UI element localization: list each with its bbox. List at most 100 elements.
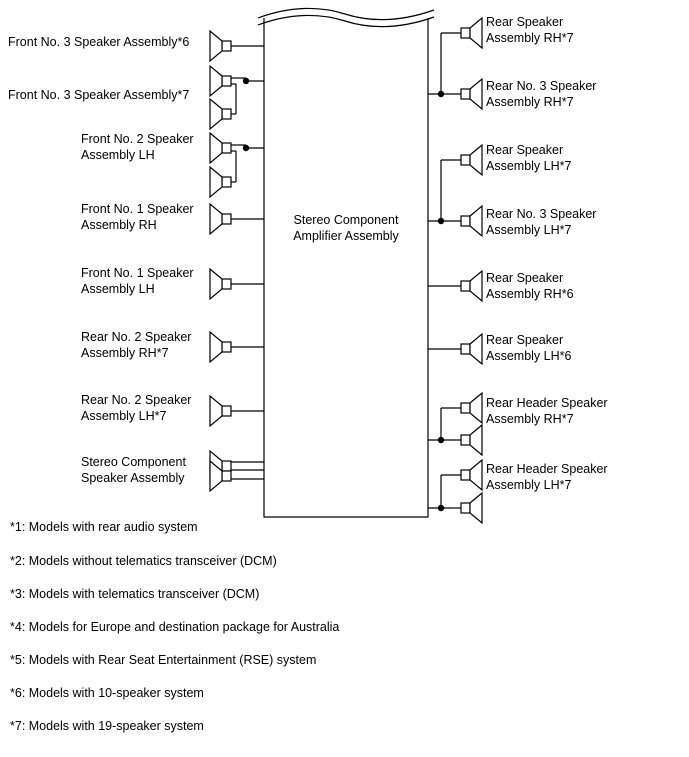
speaker-icon xyxy=(209,330,232,364)
speaker-icon xyxy=(209,97,232,131)
right-label-rear-header-speaker-lh: Rear Header Speaker Assembly LH*7 xyxy=(486,461,608,493)
speaker-magnet xyxy=(221,470,232,482)
speaker-icon xyxy=(209,267,232,301)
speaker-magnet xyxy=(460,502,471,514)
label-line: Front No. 1 Speaker xyxy=(81,266,194,280)
speaker-icon xyxy=(209,202,232,236)
speaker-icon xyxy=(460,491,483,525)
label-line: Rear No. 3 Speaker xyxy=(486,79,597,93)
speaker-icon xyxy=(209,29,232,63)
label-line: Rear Header Speaker xyxy=(486,462,608,476)
left-label-front-no2-speaker-lh: Front No. 2 Speaker Assembly LH xyxy=(81,131,194,163)
speaker-cone xyxy=(209,267,223,301)
speaker-icon xyxy=(460,16,483,50)
label-line: Assembly RH*7 xyxy=(486,95,574,109)
label-line: Assembly RH*7 xyxy=(81,346,169,360)
label-line: Rear No. 2 Speaker xyxy=(81,330,192,344)
label-line: Assembly LH*7 xyxy=(81,409,167,423)
left-label-rear-no2-speaker-lh: Rear No. 2 Speaker Assembly LH*7 xyxy=(81,392,191,424)
speaker-magnet xyxy=(221,278,232,290)
note-2: *2: Models without telematics transceive… xyxy=(10,554,277,568)
speaker-icon xyxy=(460,458,483,492)
junction-dot xyxy=(437,504,445,512)
label-line: Rear No. 3 Speaker xyxy=(486,207,597,221)
speaker-magnet xyxy=(460,215,471,227)
junction-dot xyxy=(242,77,250,85)
speaker-magnet xyxy=(460,469,471,481)
amplifier-break-line-upper xyxy=(257,7,435,21)
right-label-rear-no3-speaker-rh: Rear No. 3 Speaker Assembly RH*7 xyxy=(486,78,596,110)
left-label-stereo-component-speaker: Stereo Component Speaker Assembly xyxy=(81,454,186,486)
speaker-cone xyxy=(209,459,223,493)
speaker-magnet xyxy=(221,40,232,52)
label-line: Assembly LH*7 xyxy=(486,159,572,173)
speaker-cone xyxy=(209,64,223,98)
note-3: *3: Models with telematics transceiver (… xyxy=(10,587,260,601)
right-label-rear-speaker-lh-7: Rear Speaker Assembly LH*7 xyxy=(486,142,571,174)
speaker-magnet xyxy=(221,108,232,120)
label-line: Front No. 3 Speaker Assembly*6 xyxy=(8,35,190,49)
speaker-cone xyxy=(209,97,223,131)
speaker-icon xyxy=(460,77,483,111)
speaker-icon xyxy=(209,165,232,199)
amplifier-label: Stereo Component Amplifier Assembly xyxy=(264,212,428,244)
speaker-icon xyxy=(209,459,232,493)
speaker-magnet xyxy=(460,154,471,166)
right-label-rear-speaker-rh-6: Rear Speaker Assembly RH*6 xyxy=(486,270,574,302)
label-line: Front No. 2 Speaker xyxy=(81,132,194,146)
label-line: Rear Speaker xyxy=(486,15,564,29)
speaker-icon xyxy=(209,394,232,428)
left-label-front-no3-speaker-6: Front No. 3 Speaker Assembly*6 xyxy=(8,34,189,50)
speaker-icon xyxy=(209,64,232,98)
label-line: Rear No. 2 Speaker xyxy=(81,393,192,407)
note-4: *4: Models for Europe and destination pa… xyxy=(10,620,340,634)
speaker-magnet xyxy=(221,405,232,417)
note-1: *1: Models with rear audio system xyxy=(10,520,198,534)
speaker-cone xyxy=(209,131,223,165)
label-line: Assembly RH*6 xyxy=(486,287,574,301)
amplifier-box xyxy=(263,18,429,518)
speaker-cone xyxy=(209,29,223,63)
speaker-cone xyxy=(469,269,483,303)
label-line: Assembly LH xyxy=(81,148,155,162)
speaker-cone xyxy=(209,202,223,236)
speaker-cone xyxy=(209,330,223,364)
speaker-magnet xyxy=(460,280,471,292)
speaker-icon xyxy=(460,332,483,366)
left-label-rear-no2-speaker-rh: Rear No. 2 Speaker Assembly RH*7 xyxy=(81,329,191,361)
speaker-magnet xyxy=(460,402,471,414)
speaker-cone xyxy=(469,77,483,111)
left-label-front-no3-speaker-7: Front No. 3 Speaker Assembly*7 xyxy=(8,87,189,103)
speaker-icon xyxy=(460,423,483,457)
speaker-icon xyxy=(460,204,483,238)
right-label-rear-no3-speaker-lh: Rear No. 3 Speaker Assembly LH*7 xyxy=(486,206,596,238)
speaker-cone xyxy=(469,423,483,457)
left-label-front-no1-speaker-lh: Front No. 1 Speaker Assembly LH xyxy=(81,265,194,297)
label-line: Rear Speaker xyxy=(486,271,564,285)
amplifier-label-line2: Amplifier Assembly xyxy=(293,229,399,243)
speaker-magnet xyxy=(221,176,232,188)
speaker-magnet xyxy=(460,434,471,446)
speaker-icon xyxy=(209,131,232,165)
speaker-cone xyxy=(209,394,223,428)
speaker-cone xyxy=(469,391,483,425)
speaker-magnet xyxy=(221,213,232,225)
label-line: Assembly RH*7 xyxy=(486,31,574,45)
amplifier-break-line-lower xyxy=(257,14,435,28)
junction-dot xyxy=(437,90,445,98)
right-label-rear-speaker-lh-6: Rear Speaker Assembly LH*6 xyxy=(486,332,571,364)
label-line: Assembly LH*6 xyxy=(486,349,572,363)
label-line: Assembly RH*7 xyxy=(486,412,574,426)
speaker-magnet xyxy=(460,27,471,39)
label-line: Stereo Component xyxy=(81,455,186,469)
speaker-magnet xyxy=(460,88,471,100)
junction-dot xyxy=(437,217,445,225)
label-line: Rear Speaker xyxy=(486,143,564,157)
speaker-icon xyxy=(460,143,483,177)
note-6: *6: Models with 10-speaker system xyxy=(10,686,204,700)
speaker-magnet xyxy=(221,460,232,472)
speaker-magnet xyxy=(221,142,232,154)
speaker-cone xyxy=(469,458,483,492)
